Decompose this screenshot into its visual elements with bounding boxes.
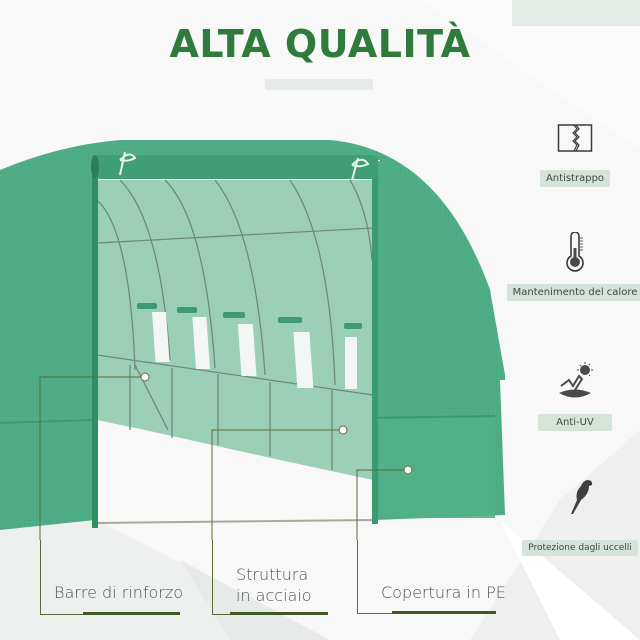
feature-mantenimento-calore: Mantenimento del calore	[505, 232, 640, 301]
feature-label: Anti-UV	[538, 414, 612, 431]
thermometer-icon	[555, 232, 595, 272]
callout-barre-di-rinforzo: Barre di rinforzo	[54, 583, 184, 602]
callout-underline	[230, 612, 328, 615]
title-underline-bar	[265, 79, 373, 90]
callout-underline	[83, 612, 180, 615]
feature-label: Mantenimento del calore	[506, 284, 640, 301]
page-title: ALTA QUALITÀ	[169, 22, 471, 66]
callout-frame-barre	[40, 540, 161, 615]
sun-uv-icon	[555, 362, 595, 402]
feature-protezione-uccelli: Protezione dagli uccelli	[515, 478, 640, 556]
callout-copertura-in-pe: Copertura in PE	[381, 583, 506, 602]
decorative-bar-top-right	[512, 0, 640, 26]
callout-struttura-in-acciaio: Struttura in acciaio	[236, 565, 312, 605]
torn-fabric-icon	[555, 118, 595, 158]
callout-underline	[392, 611, 496, 614]
feature-label: Protezione dagli uccelli	[522, 540, 638, 556]
bird-icon	[560, 478, 600, 518]
feature-antistrappo: Antistrappo	[525, 118, 625, 187]
callout-frame-copertura	[357, 540, 418, 614]
feature-label: Antistrappo	[539, 170, 611, 187]
feature-anti-uv: Anti-UV	[525, 362, 625, 431]
greenhouse-image	[0, 140, 505, 540]
